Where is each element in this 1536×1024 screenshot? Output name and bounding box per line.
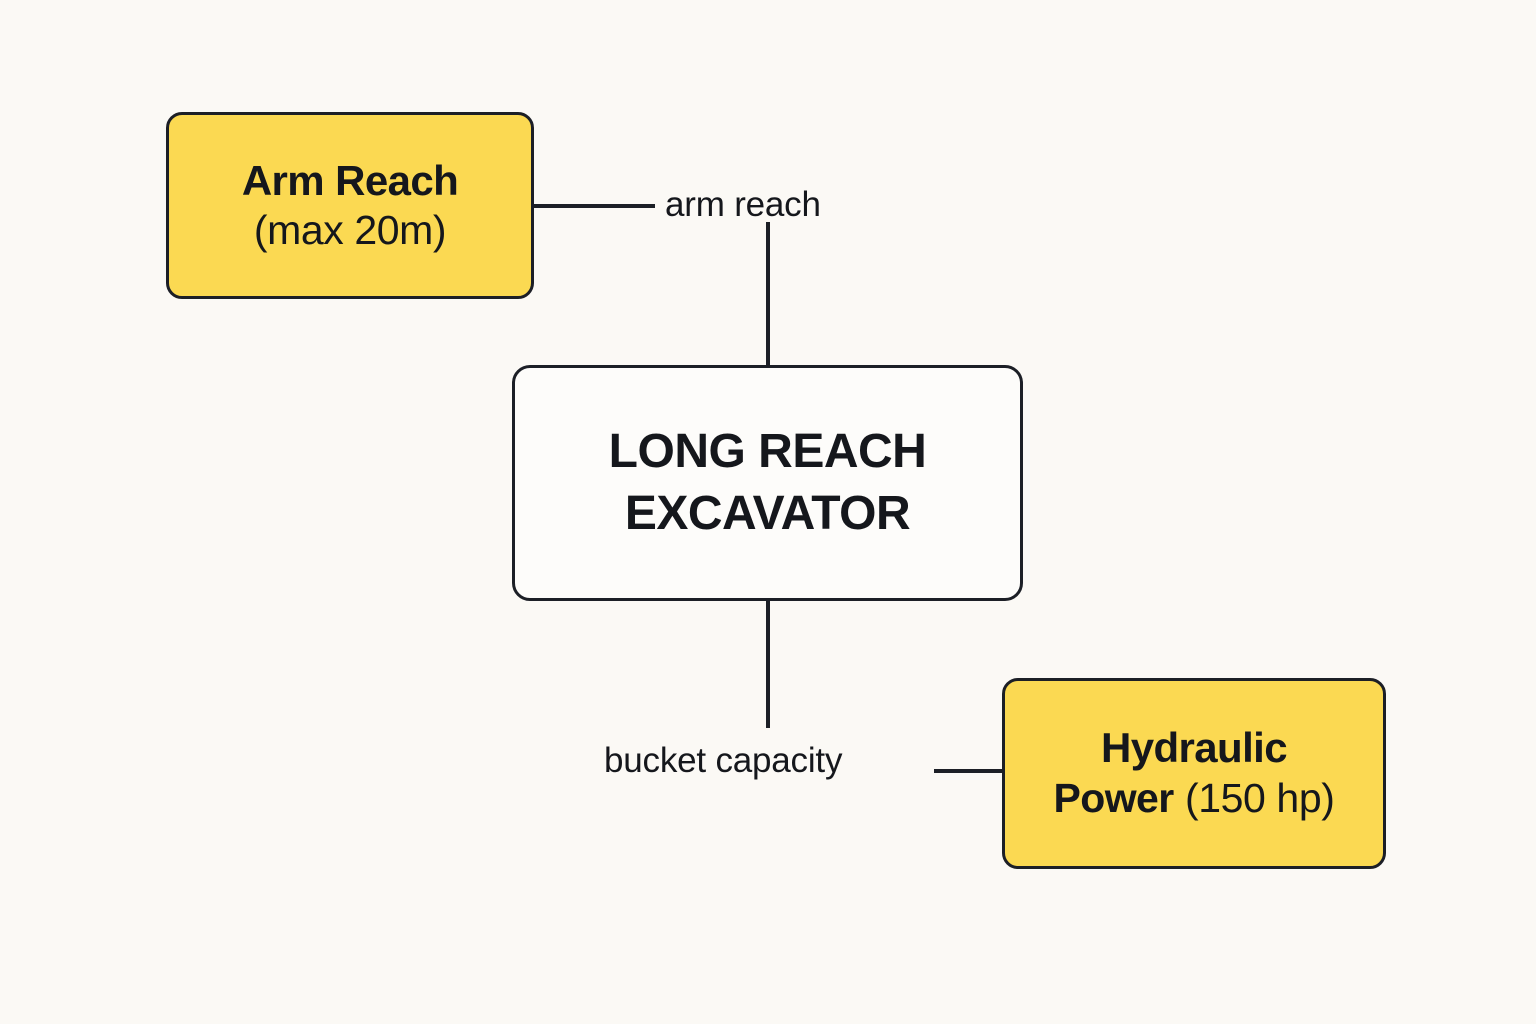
- edge-label-arm-reach: arm reach: [665, 185, 821, 224]
- node-arm-reach[interactable]: Arm Reach (max 20m): [166, 112, 534, 299]
- edge-connector-arm-reach-horizontal: [533, 204, 655, 208]
- node-hydraulic-power-detail-regular: (150 hp): [1184, 774, 1335, 821]
- edge-label-bucket-capacity: bucket capacity: [604, 741, 843, 780]
- node-arm-reach-detail: (max 20m): [253, 206, 447, 253]
- edge-connector-arm-reach-vertical: [766, 222, 770, 366]
- node-hydraulic-power-detail: Power (150 hp): [1054, 772, 1335, 824]
- node-long-reach-excavator-title-line1: LONG REACH: [608, 425, 927, 478]
- node-arm-reach-title: Arm Reach: [241, 156, 459, 204]
- edge-connector-bucket-capacity-vertical: [766, 600, 770, 728]
- node-hydraulic-power-detail-bold: Power: [1053, 774, 1175, 821]
- node-long-reach-excavator[interactable]: LONG REACH EXCAVATOR: [512, 365, 1023, 601]
- node-long-reach-excavator-title-line2: EXCAVATOR: [624, 487, 911, 540]
- edge-connector-bucket-capacity-horizontal: [934, 769, 1003, 773]
- node-hydraulic-power[interactable]: Hydraulic Power (150 hp): [1002, 678, 1386, 869]
- node-hydraulic-power-title: Hydraulic: [1101, 723, 1288, 771]
